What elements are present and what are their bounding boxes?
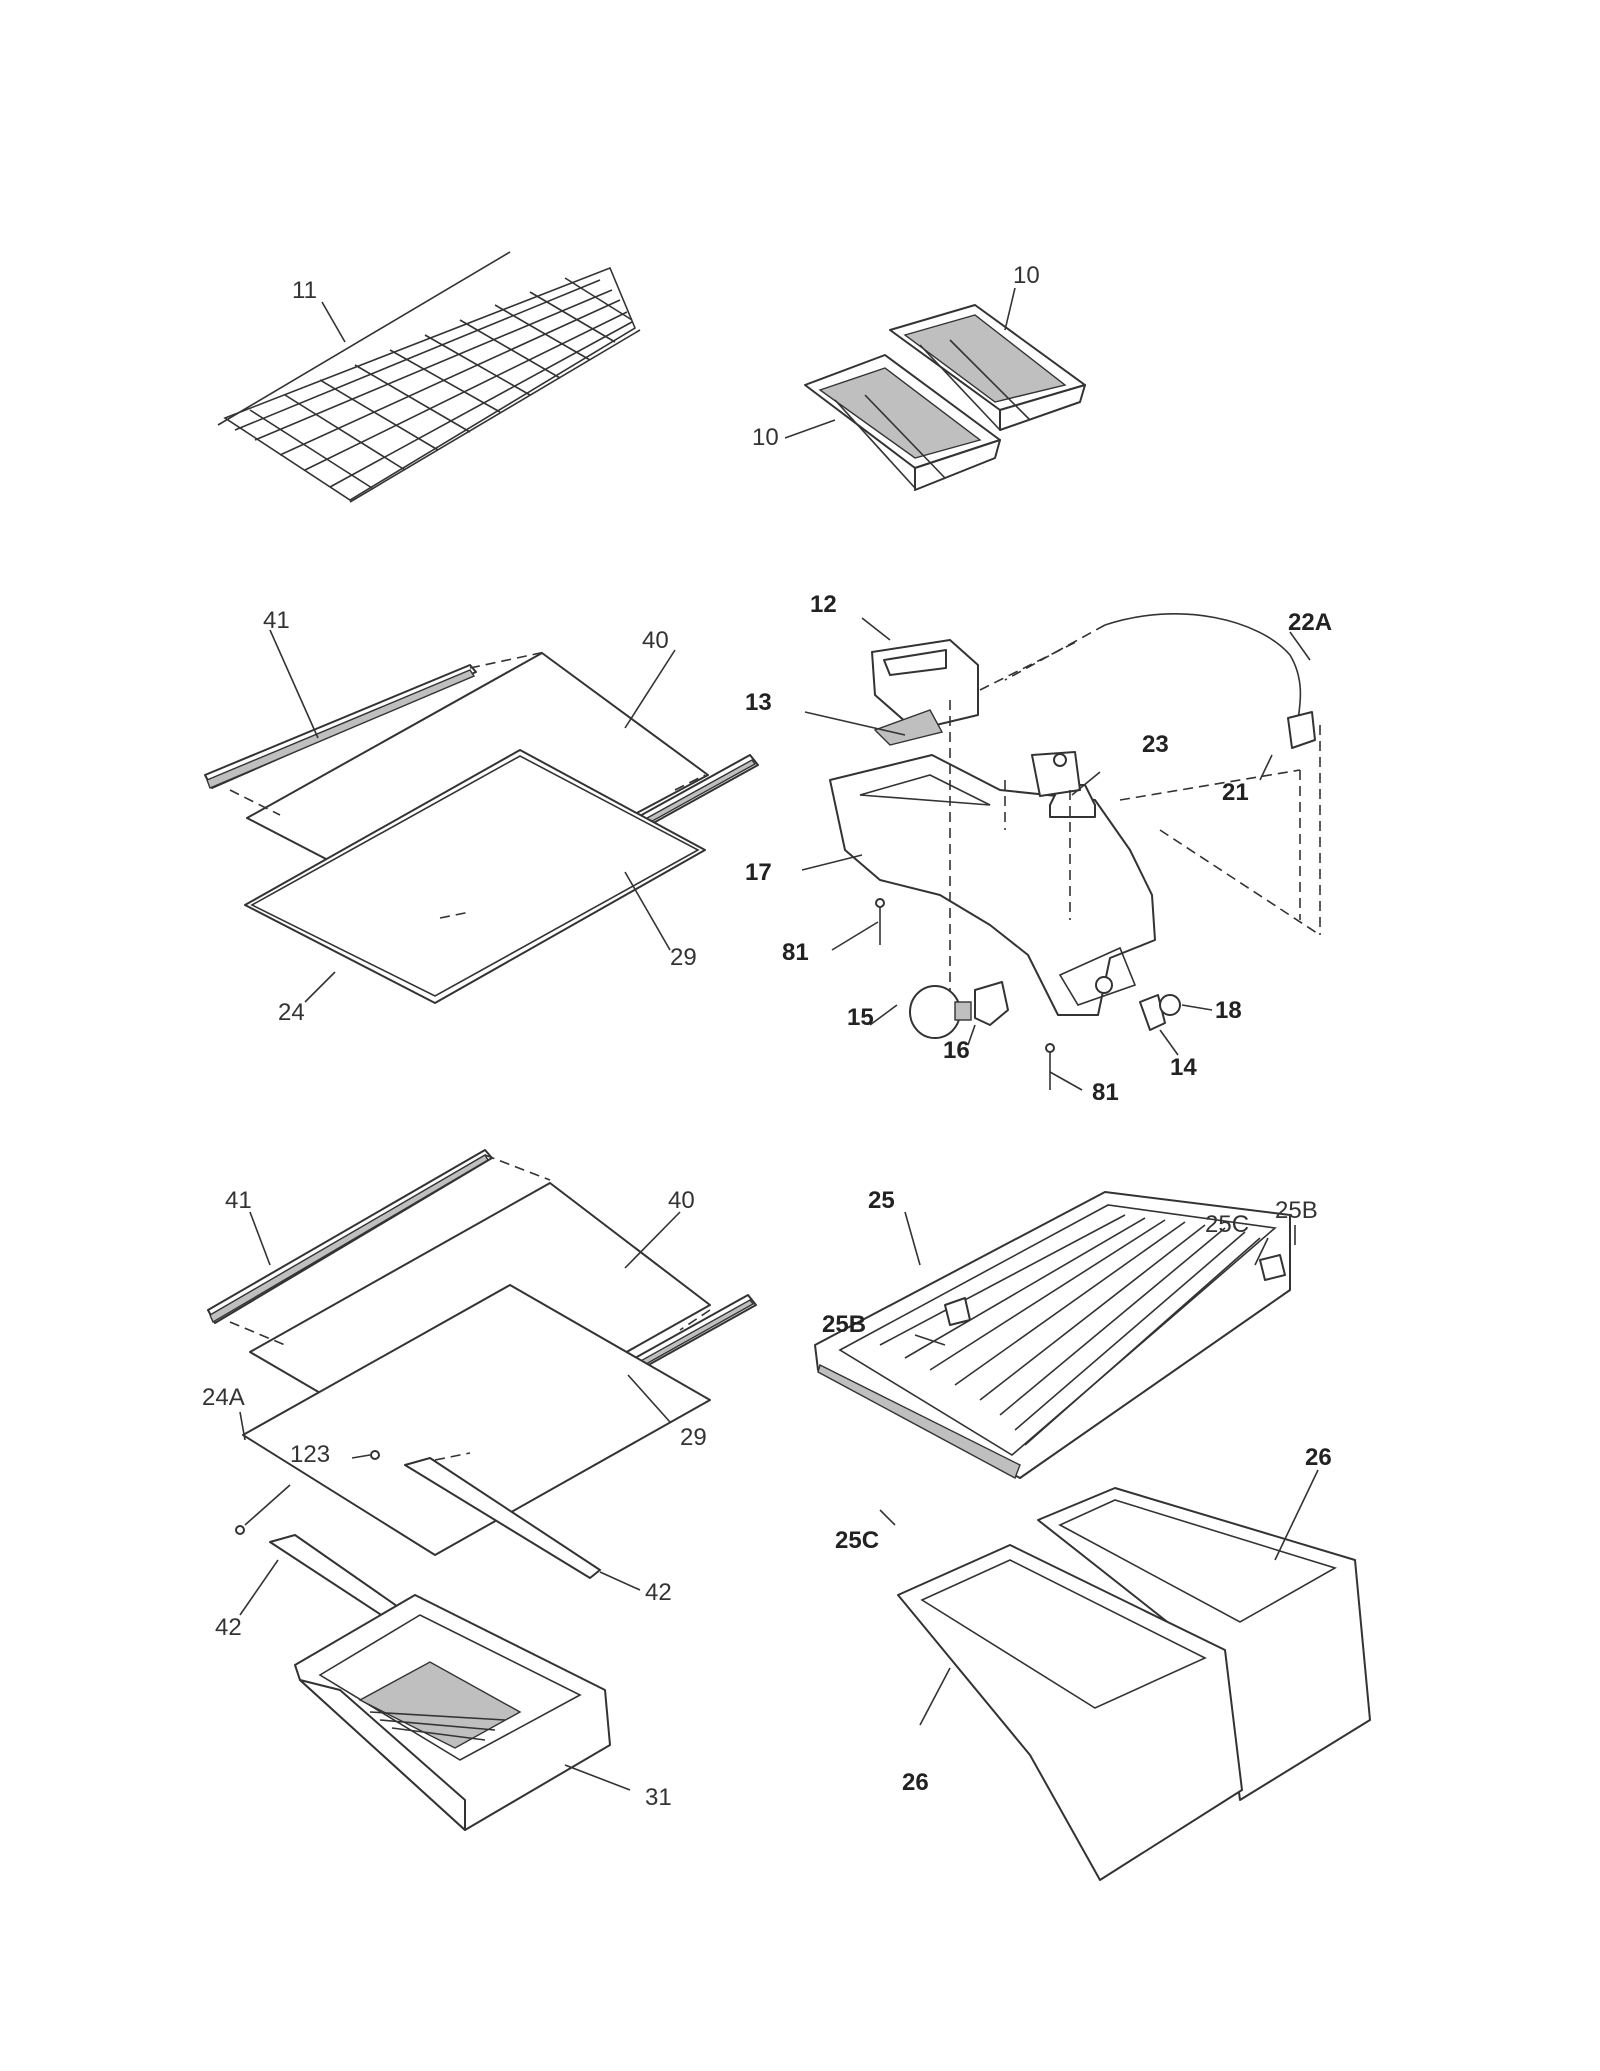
callout-labels: 11 10 10 41 40 29 24 12 13 17 81 15 16 2… [202, 262, 1332, 1811]
callout-ice-tray-top: 10 [1013, 262, 1040, 289]
callout-pan: 31 [645, 1784, 672, 1811]
leader-lines [239, 287, 1319, 1791]
ice-tray-bottom [804, 354, 1001, 491]
callout-light-bulb: 15 [847, 1004, 874, 1031]
callout-ice-tray-bottom: 10 [752, 424, 779, 451]
callout-screw-left: 81 [782, 939, 809, 966]
control-assembly [829, 613, 1321, 1090]
callout-slide-left: 42 [215, 1614, 242, 1641]
callout-wire-shelf: 11 [292, 277, 317, 304]
callout-cover-clip-right: 25B [1275, 1197, 1318, 1224]
callout-lower-front-trim: 29 [680, 1424, 707, 1451]
callout-clip: 123 [290, 1441, 330, 1468]
wire-shelf [217, 251, 641, 503]
callout-crisper-right: 26 [1305, 1444, 1332, 1471]
callout-deflector: 13 [745, 689, 772, 716]
crisper-left [897, 1544, 1243, 1881]
callout-thermostat: 23 [1142, 731, 1169, 758]
callout-knob: 18 [1215, 997, 1242, 1024]
callout-sensor-capillary: 22A [1288, 609, 1332, 636]
callout-upper-glass-rear-trim: 41 [263, 607, 290, 634]
callout-screw-right: 81 [1092, 1079, 1119, 1106]
ice-tray-top [889, 304, 1086, 431]
crisper-cover [814, 1191, 1291, 1479]
callout-socket: 16 [943, 1037, 970, 1064]
upper-glass-shelf-group [204, 651, 759, 1004]
lower-glass-shelf-group [207, 1149, 757, 1661]
callout-cover-bracket-right: 25C [1205, 1211, 1249, 1238]
callout-slide-right: 42 [645, 1579, 672, 1606]
callout-control-housing: 17 [745, 859, 772, 886]
pan [294, 1594, 611, 1831]
callout-cover-bracket-left: 25C [835, 1527, 879, 1554]
callout-crisper-left: 26 [902, 1769, 929, 1796]
callout-control-switch: 21 [1222, 779, 1249, 806]
callout-crisper-cover: 25 [868, 1187, 895, 1214]
callout-upper-glass: 40 [642, 627, 669, 654]
callout-light-switch: 14 [1170, 1054, 1197, 1081]
callout-upper-front-trim: 29 [670, 944, 697, 971]
callout-cover-clip-left: 25B [822, 1311, 866, 1338]
callout-upper-frame: 24 [278, 999, 305, 1026]
callout-ice-bin: 12 [810, 591, 837, 618]
callout-lower-glass-rear-trim: 41 [225, 1187, 252, 1214]
callout-lower-glass: 40 [668, 1187, 695, 1214]
callout-lower-frame: 24A [202, 1384, 245, 1411]
